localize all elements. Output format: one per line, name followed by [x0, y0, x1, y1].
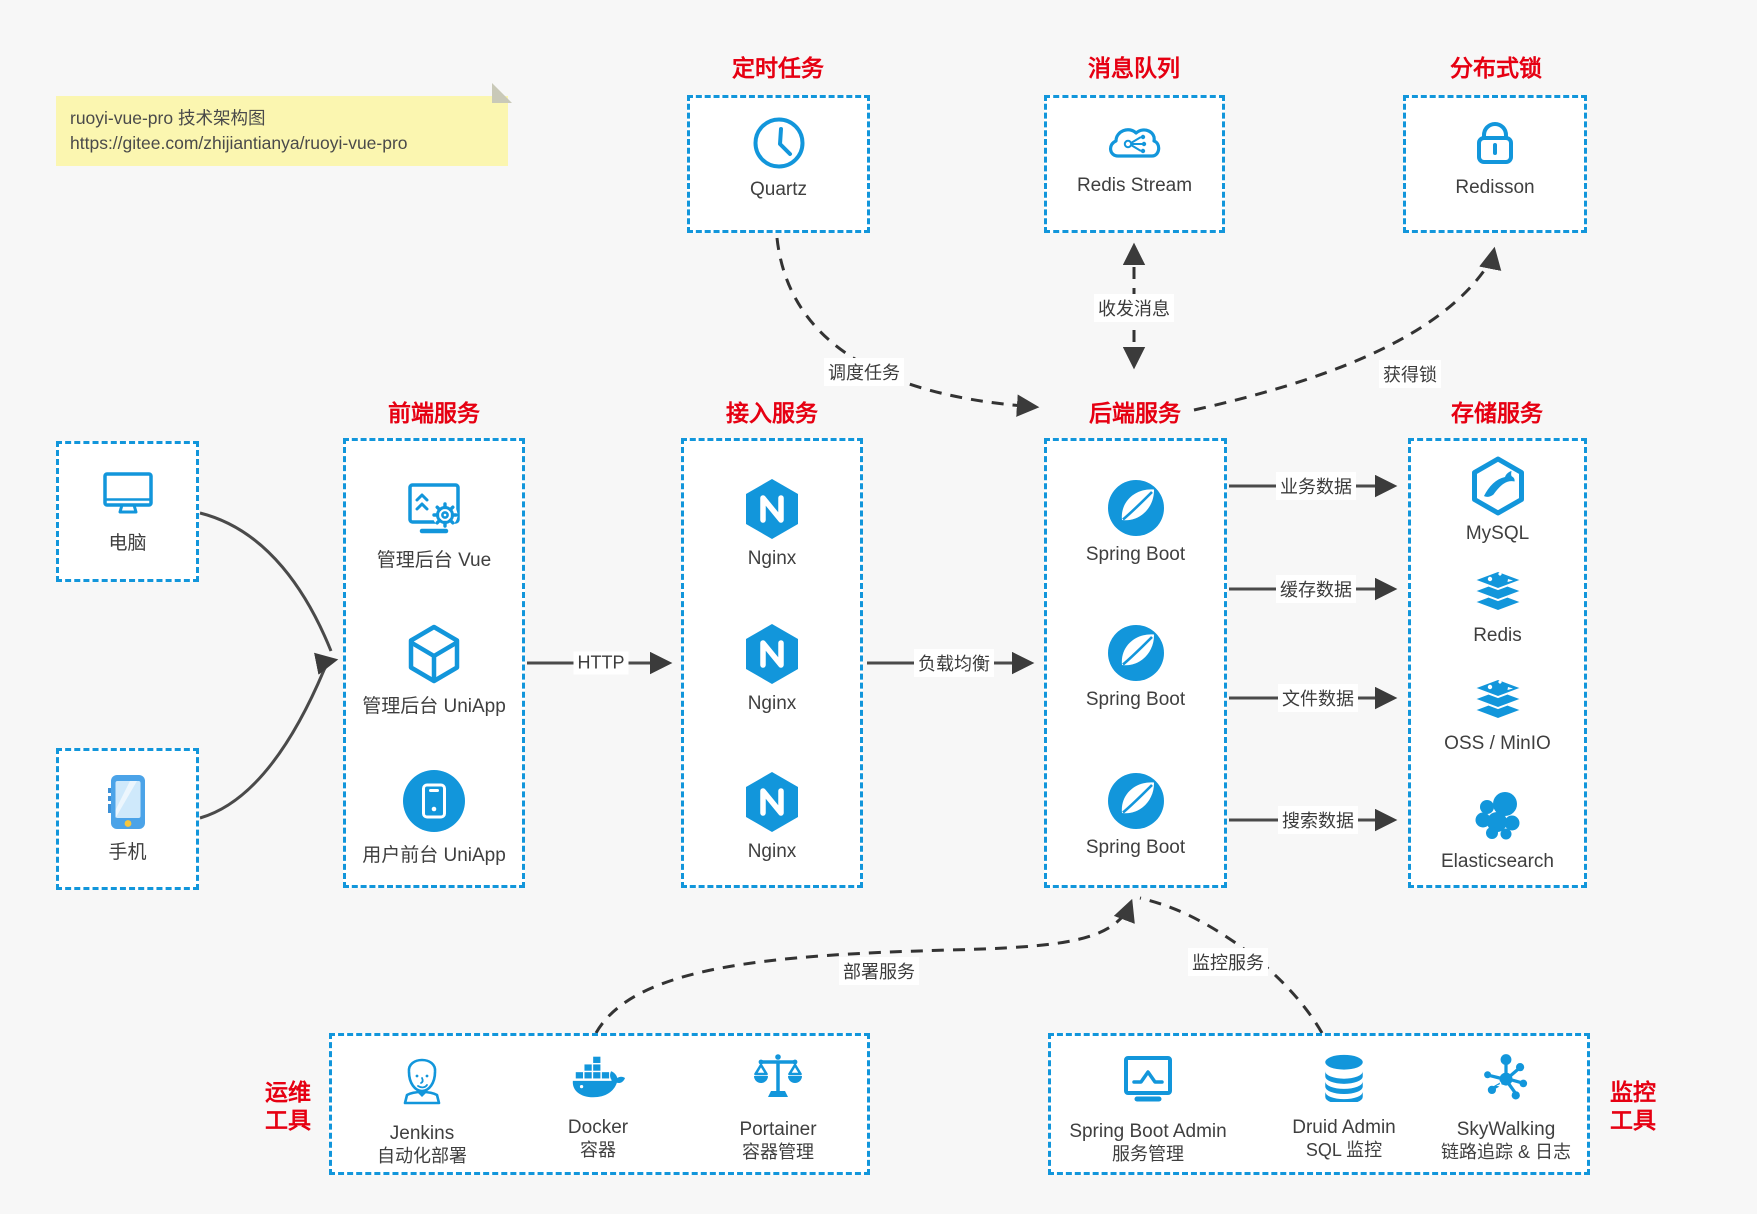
frontend-services-box: 管理后台 Vue 管理后台 UniApp 用户前台 UniApp: [343, 438, 525, 888]
group-title-distributed-lock: 分布式锁: [1450, 55, 1542, 81]
node-label-elasticsearch: Elasticsearch: [1441, 851, 1554, 872]
tool-desc-druid-admin: SQL 监控: [1305, 1140, 1383, 1160]
group-title-gateway: 接入服务: [726, 400, 818, 426]
mobile-client-box: 手机: [56, 748, 199, 890]
arrow-phone-to-frontend: [199, 652, 339, 820]
tool-name-skywalking: SkyWalking: [1456, 1119, 1556, 1140]
monitoring-tools-box: Spring Boot Admin 服务管理 Druid Admin SQL 监…: [1048, 1033, 1590, 1175]
edge-label-http: HTTP: [573, 651, 629, 675]
tool-name-spring-boot-admin: Spring Boot Admin: [1069, 1121, 1227, 1142]
docker-icon: [572, 1056, 626, 1098]
node-label-nginx-1: Nginx: [747, 548, 797, 569]
spring-boot-admin-icon: [1124, 1056, 1172, 1102]
edge-label-monitor-service: 监控服务: [1188, 948, 1268, 976]
nginx-icon: [746, 772, 798, 832]
group-title-storage: 存储服务: [1451, 400, 1543, 426]
redisson-box: Redisson: [1403, 95, 1587, 233]
tool-name-jenkins: Jenkins: [389, 1123, 455, 1144]
node-label-quartz: Quartz: [749, 179, 808, 200]
note-title: ruoyi-vue-pro 技术架构图: [70, 108, 266, 128]
desktop-icon: [102, 472, 153, 514]
node-label-nginx-2: Nginx: [747, 693, 797, 714]
edge-label-cache-data: 缓存数据: [1276, 575, 1356, 603]
group-title-frontend: 前端服务: [388, 400, 480, 426]
tool-name-portainer: Portainer: [739, 1119, 817, 1140]
arrow-schedule-task: [775, 237, 1040, 417]
druid-database-icon: [1325, 1054, 1363, 1102]
phone-icon: [107, 775, 145, 829]
group-title-scheduled-task: 定时任务: [732, 55, 824, 81]
arrow-pc-to-frontend: [199, 511, 333, 652]
jenkins-icon: [403, 1058, 441, 1105]
storage-services-box: MySQL Redis: [1408, 438, 1587, 888]
node-label-spring-boot-2: Spring Boot: [1085, 689, 1186, 710]
node-label-mysql: MySQL: [1465, 523, 1530, 544]
lock-icon: [1477, 122, 1513, 164]
cloud-share-icon: [1108, 128, 1160, 158]
quartz-box: Quartz: [687, 95, 870, 233]
edge-label-search-data: 搜索数据: [1278, 806, 1358, 834]
note-fold-corner: [492, 83, 512, 103]
edge-label-business-data: 业务数据: [1276, 472, 1356, 500]
node-label-oss-minio: OSS / MinIO: [1444, 733, 1551, 754]
user-uniapp-icon: [403, 770, 465, 832]
nginx-icon: [746, 624, 798, 684]
elasticsearch-icon: [1475, 792, 1519, 840]
node-label-nginx-3: Nginx: [747, 841, 797, 862]
node-label-admin-uniapp: 管理后台 UniApp: [362, 696, 506, 717]
tool-name-docker: Docker: [567, 1117, 629, 1138]
sticky-note: ruoyi-vue-pro 技术架构图 https://gitee.com/zh…: [56, 83, 512, 166]
node-label-admin-vue: 管理后台 Vue: [376, 550, 492, 571]
skywalking-icon: [1484, 1054, 1528, 1100]
ops-tools-box: Jenkins 自动化部署 Docker 容器: [329, 1033, 870, 1175]
node-label-spring-boot-1: Spring Boot: [1085, 544, 1186, 565]
group-title-ops-tools: 运维 工具: [265, 1079, 311, 1133]
node-label-redisson: Redisson: [1455, 177, 1535, 198]
note-url: https://gitee.com/zhijiantianya/ruoyi-vu…: [70, 133, 408, 153]
node-label-mobile: 手机: [108, 842, 147, 863]
edge-label-file-data: 文件数据: [1278, 684, 1358, 712]
oss-minio-icon: [1470, 677, 1525, 721]
spring-boot-icon: [1107, 480, 1164, 536]
mysql-icon: [1471, 456, 1524, 516]
group-title-backend: 后端服务: [1089, 400, 1181, 426]
uniapp-cube-icon: [408, 624, 460, 684]
tool-name-druid-admin: Druid Admin: [1292, 1117, 1396, 1138]
spring-boot-icon: [1107, 773, 1164, 829]
node-label-user-uniapp: 用户前台 UniApp: [362, 845, 506, 866]
edge-label-acquire-lock: 获得锁: [1379, 360, 1441, 388]
group-title-monitor-tools: 监控 工具: [1610, 1079, 1656, 1133]
tool-desc-docker: 容器: [580, 1140, 616, 1160]
tool-desc-jenkins: 自动化部署: [377, 1146, 467, 1166]
node-label-redis-stream: Redis Stream: [1076, 175, 1193, 196]
redis-icon: [1470, 569, 1525, 613]
edge-label-send-receive-msg: 收发消息: [1094, 294, 1174, 322]
gateway-services-box: Nginx Nginx Nginx: [681, 438, 863, 888]
tool-desc-spring-boot-admin: 服务管理: [1112, 1144, 1184, 1164]
spring-boot-icon: [1107, 625, 1164, 681]
portainer-icon: [754, 1054, 802, 1097]
redis-stream-box: Redis Stream: [1044, 95, 1225, 233]
tool-desc-skywalking: 链路追踪 & 日志: [1440, 1142, 1571, 1162]
clock-icon: [753, 117, 804, 169]
group-title-message-queue: 消息队列: [1088, 55, 1180, 81]
edge-label-deploy-service: 部署服务: [839, 957, 919, 985]
edge-label-schedule-task: 调度任务: [824, 358, 904, 386]
admin-vue-icon: [408, 483, 460, 534]
node-label-spring-boot-3: Spring Boot: [1085, 837, 1186, 858]
tool-desc-portainer: 容器管理: [742, 1142, 814, 1162]
nginx-icon: [746, 479, 798, 539]
node-label-redis: Redis: [1473, 625, 1522, 646]
pc-client-box: 电脑: [56, 441, 199, 582]
node-label-pc: 电脑: [108, 533, 147, 554]
edge-label-load-balance: 负载均衡: [914, 649, 994, 677]
backend-services-box: Spring Boot Spring Boot Spring Boot: [1044, 438, 1227, 888]
arrow-acquire-lock: [1193, 246, 1502, 412]
